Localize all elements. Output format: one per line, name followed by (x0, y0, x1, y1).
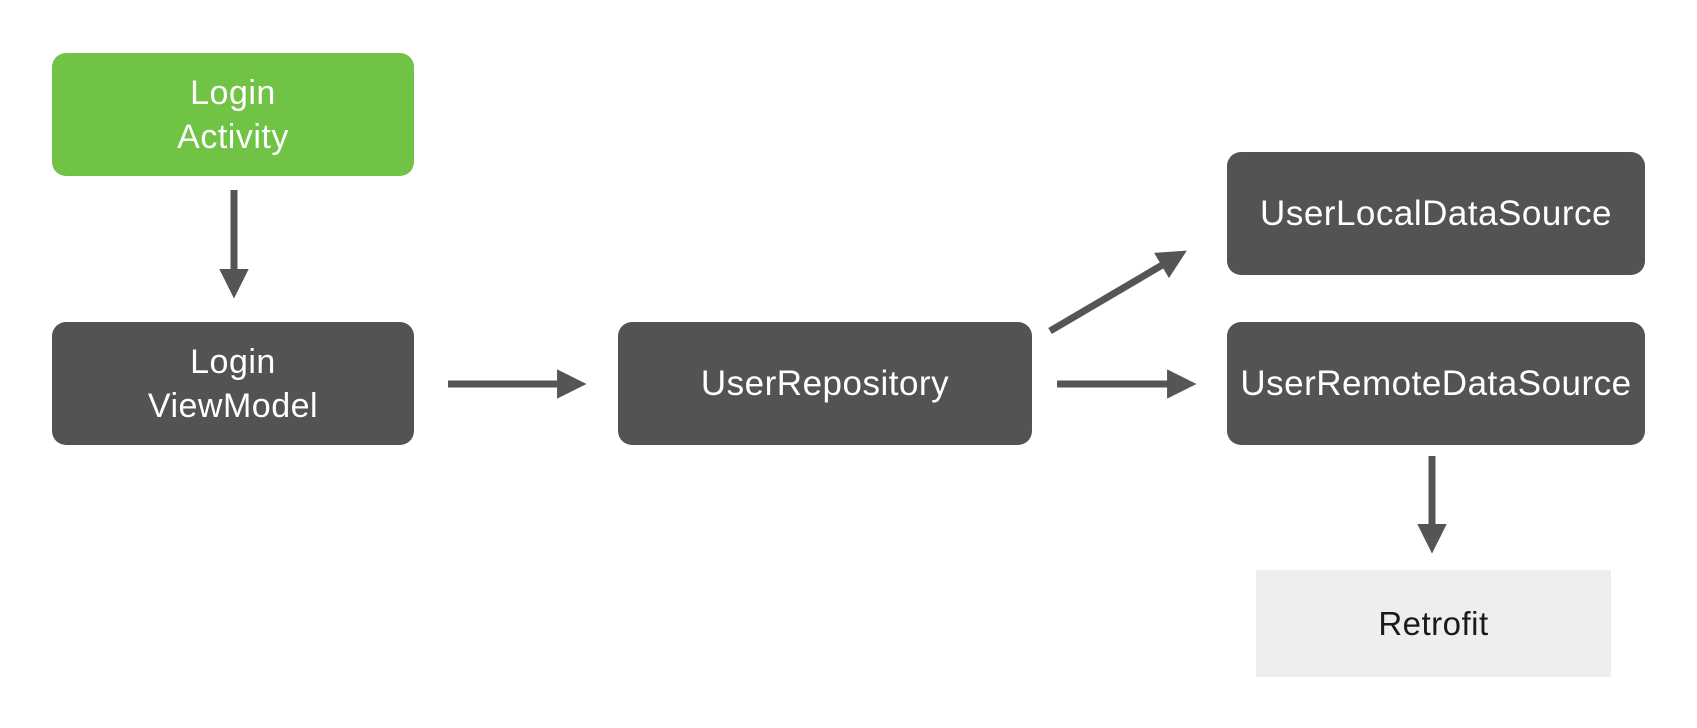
node-user-local-data-source-label: UserLocalDataSource (1260, 193, 1612, 233)
node-login-activity-label-line2: Activity (177, 117, 289, 156)
node-user-local-data-source: UserLocalDataSource (1227, 152, 1645, 275)
node-user-repository-label: UserRepository (700, 363, 950, 403)
arrow-userrepository-to-userlocaldatasource (1048, 250, 1187, 335)
node-retrofit: Retrofit (1256, 570, 1611, 677)
node-user-repository: UserRepository (618, 322, 1032, 445)
node-retrofit-label: Retrofit (1378, 604, 1489, 642)
node-login-viewmodel: Login ViewModel (52, 322, 414, 445)
node-user-remote-data-source-label: UserRemoteDataSource (1240, 363, 1632, 403)
node-login-viewmodel-label-line2: ViewModel (147, 386, 319, 425)
node-user-remote-data-source: UserRemoteDataSource (1227, 322, 1645, 445)
node-login-activity: Login Activity (52, 53, 414, 176)
node-login-activity-label-line1: Login (190, 73, 276, 112)
node-login-viewmodel-label-line1: Login (190, 342, 276, 381)
